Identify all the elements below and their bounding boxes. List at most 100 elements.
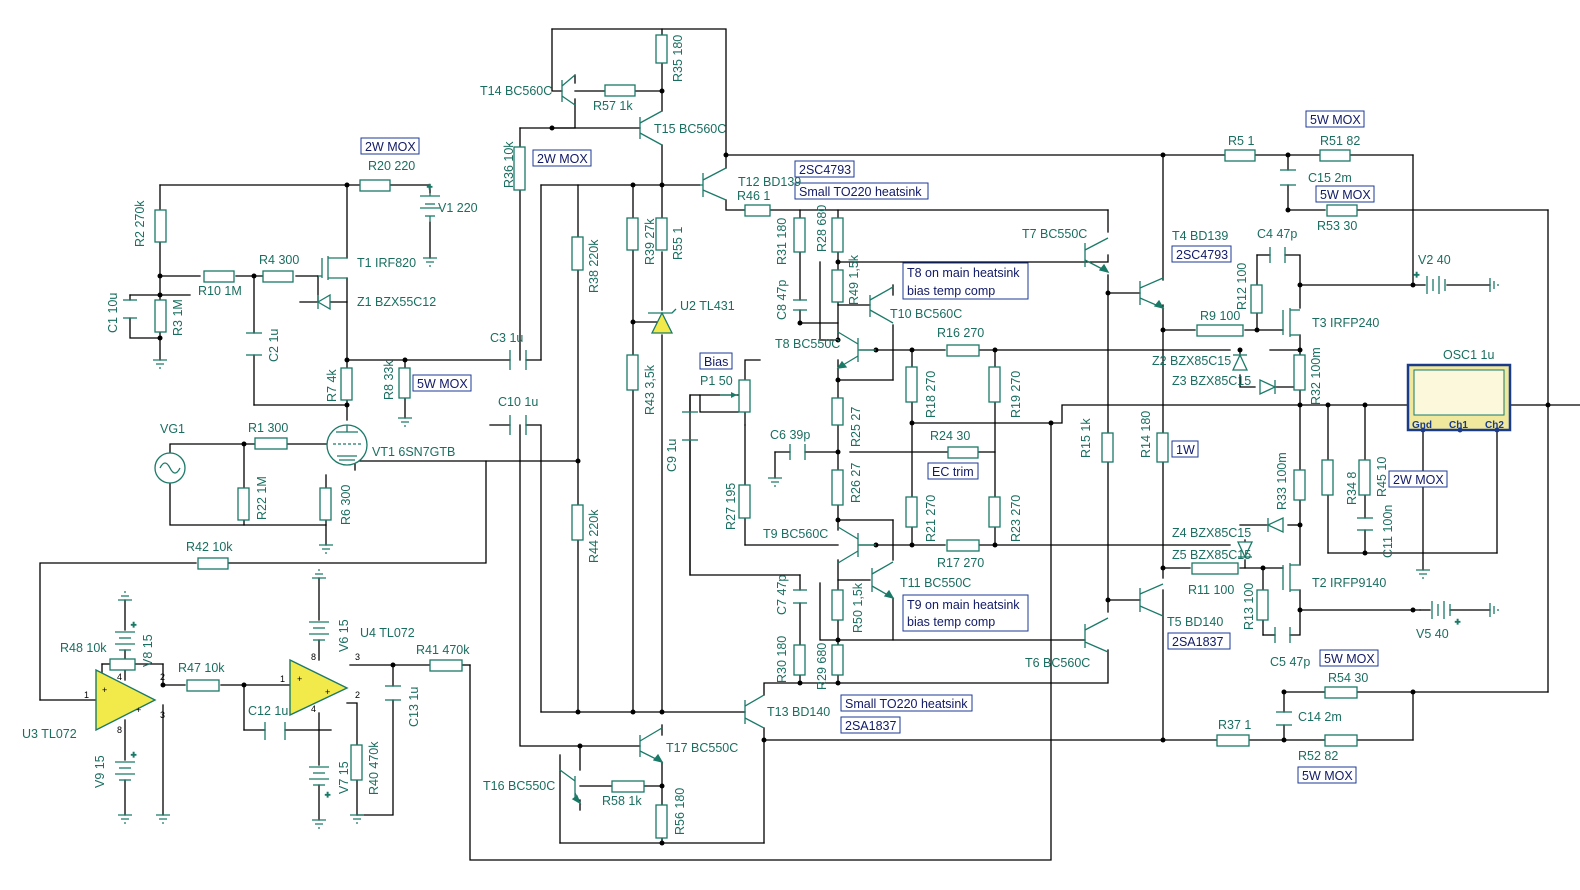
transistor-t12 [700,167,727,201]
label-r58: R58 1k [602,794,642,808]
svg-text:3: 3 [160,710,165,720]
label-v7: V7 15 [337,761,351,794]
resistor-r5 [1224,149,1256,162]
label-c7: C7 47p [775,575,789,615]
label-r54: R54 30 [1328,671,1368,685]
note-mox5w-r52: 5W MOX [1302,769,1353,783]
resistor-r46 [744,204,771,217]
label-r2: R2 270k [133,200,147,247]
potentiometer-p1 [738,379,751,413]
label-r31: R31 180 [775,218,789,265]
resistor-r13 [1256,589,1269,621]
label-r39: R39 27k [643,218,657,265]
label-c11: C11 100n [1381,505,1395,558]
label-r56: R56 180 [673,788,687,835]
label-r28: R28 680 [815,205,829,252]
opamp-u3: 12 34 8 ++ [84,668,165,735]
label-r21: R21 270 [924,495,938,542]
label-r42: R42 10k [186,540,233,554]
resistor-r4 [262,270,294,283]
resistor-r54 [1324,686,1358,699]
label-r17: R17 270 [937,556,984,570]
resistor-r39 [626,217,639,251]
label-r37: R37 1 [1218,718,1251,732]
label-r8: R8 33k [382,360,396,400]
label-v8: V8 15 [141,634,155,667]
label-v1: V1 220 [438,201,478,215]
svg-text:4: 4 [311,704,316,714]
transistor-t8 [836,331,876,369]
label-u2: U2 TL431 [680,299,735,313]
svg-text:+: + [325,790,330,800]
svg-text:+: + [325,687,330,697]
label-r36: R36 10k [502,141,516,188]
label-r47: R47 10k [178,661,225,675]
label-c14: C14 2m [1298,710,1342,724]
resistor-r18 [905,366,918,403]
svg-text:4: 4 [117,672,122,682]
resistor-r8 [398,367,411,399]
zener-z1 [316,293,331,311]
note-t9-2: bias temp comp [907,615,995,629]
label-r16: R16 270 [937,326,984,340]
mosfet-t3 [1282,308,1300,337]
label-v2: V2 40 [1418,253,1451,267]
label-r10: R10 1M [198,284,242,298]
zener-z4 [1266,516,1284,534]
label-r3: R3 1M [171,299,185,336]
resistor-r21 [905,496,918,528]
mosfet-t2 [1282,563,1300,592]
label-t7: T7 BC550C [1022,227,1087,241]
label-t14: T14 BC560C [480,84,552,98]
zener-z3 [1259,378,1277,396]
resistor-r50 [831,589,844,621]
transistor-t14 [561,74,576,106]
note-2sc4793-t4: 2SC4793 [1176,248,1228,262]
capacitor-c12 [264,722,286,740]
label-r26: R26 27 [849,463,863,503]
label-r35: R35 180 [671,35,685,82]
oscilloscope-osc1: Gnd Ch1 Ch2 [1406,363,1512,433]
note-mox2w-r45: 2W MOX [1393,473,1444,487]
label-r7: R7 4k [325,369,339,402]
label-u4: U4 TL072 [360,626,415,640]
signal-source-vg1 [154,452,186,484]
label-vt1: VT1 6SN7GTB [372,445,455,459]
capacitor-c11 [1357,517,1373,531]
label-t12: T12 BD139 [738,175,801,189]
svg-text:3: 3 [355,652,360,662]
transistor-t15 [639,110,663,146]
resistor-r34 [1321,459,1334,496]
transistor-t6 [1084,617,1109,653]
note-ec-trim: EC trim [932,465,974,479]
note-mox2w-top: 2W MOX [365,140,416,154]
label-v9: V9 15 [93,755,107,788]
label-r15: R15 1k [1079,418,1093,458]
resistor-r24 [947,446,979,459]
resistor-r20 [359,179,391,192]
resistor-r28 [831,217,844,253]
svg-text:2: 2 [160,672,165,682]
svg-text:1: 1 [84,690,89,700]
note-mox5w-r8: 5W MOX [417,377,468,391]
transistor-t16 [559,769,582,805]
sources: + + + + + + [115,181,1499,829]
label-t4: T4 BD139 [1172,229,1228,243]
label-c2: C2 1u [267,329,281,362]
svg-text:+: + [427,182,432,192]
resistor-r3 [154,299,167,333]
label-z4: Z4 BZX85C15 [1172,526,1251,540]
note-t8-1: T8 on main heatsink [907,266,1020,280]
capacitor-c14 [1276,711,1292,726]
label-p1: P1 50 [700,374,733,388]
label-r41: R41 470k [416,643,470,657]
resistor-r47 [186,679,220,692]
label-r55: R55 1 [671,227,685,260]
resistor-r36 [513,146,526,191]
resistor-r29 [831,644,844,676]
resistor-r10 [203,270,235,283]
resistor-r58 [611,780,645,793]
resistor-r27 [738,484,751,519]
battery-v7: + [309,766,331,801]
note-1w-r14: 1W [1176,443,1195,457]
